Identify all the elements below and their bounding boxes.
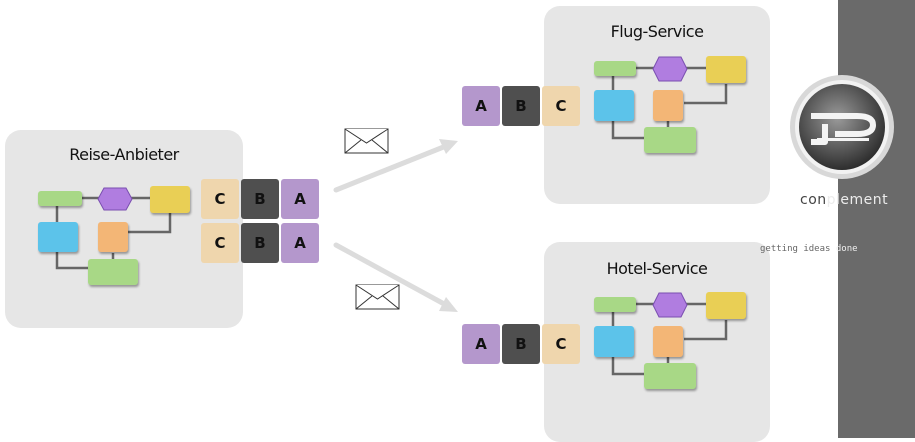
tagline-dark: getting ideas <box>760 244 831 254</box>
envelope-icon-bottom <box>355 284 400 310</box>
reise-green-bottom-box <box>88 259 138 285</box>
hotel-tile-c: C <box>542 324 580 364</box>
flug-blue-box <box>594 90 634 121</box>
logo-word-dark: con <box>800 192 827 208</box>
logo-sidebar <box>838 0 915 438</box>
flug-tile-b: B <box>502 86 540 126</box>
arrow-to-flug <box>333 143 449 193</box>
logo-wordmark: conplement <box>800 192 888 208</box>
reise-tile-b-1: B <box>241 179 279 219</box>
hotel-yellow-box <box>706 292 746 319</box>
flug-green-bottom-box <box>644 127 696 153</box>
reise-anbieter-title: Reise-Anbieter <box>69 145 179 164</box>
reise-green-box <box>38 191 82 206</box>
complement-logo-icon <box>790 75 894 179</box>
envelope-icon-top <box>344 128 389 154</box>
hotel-orange-box <box>653 326 683 357</box>
flug-green-box <box>594 61 636 76</box>
reise-tile-b-2: B <box>241 223 279 263</box>
flug-tile-c: C <box>542 86 580 126</box>
arrow-head-flug <box>439 139 458 154</box>
hotel-green-box <box>594 297 636 312</box>
reise-tile-a-2: A <box>281 223 319 263</box>
flug-service-title: Flug-Service <box>610 22 704 41</box>
flug-tile-a: A <box>462 86 500 126</box>
reise-blue-box <box>38 222 78 252</box>
hotel-service-title: Hotel-Service <box>606 259 708 278</box>
reise-tile-c-1: C <box>201 179 239 219</box>
logo-tagline: getting ideas done <box>760 244 858 254</box>
reise-orange-box <box>98 222 128 252</box>
hotel-tile-b: B <box>502 324 540 364</box>
hotel-blue-box <box>594 326 634 357</box>
reise-hexagon <box>97 187 133 211</box>
flug-hexagon <box>652 56 688 82</box>
arrow-to-hotel <box>333 242 449 308</box>
flug-orange-box <box>653 90 683 121</box>
hotel-green-bottom-box <box>644 363 696 389</box>
hotel-tile-a: A <box>462 324 500 364</box>
reise-tile-c-2: C <box>201 223 239 263</box>
arrow-head-hotel <box>439 297 458 312</box>
logo-word-light: plement <box>826 192 889 208</box>
tagline-light: done <box>830 244 858 254</box>
reise-tile-a-1: A <box>281 179 319 219</box>
reise-yellow-box <box>150 186 190 213</box>
flug-yellow-box <box>706 56 746 83</box>
hotel-hexagon <box>652 292 688 318</box>
